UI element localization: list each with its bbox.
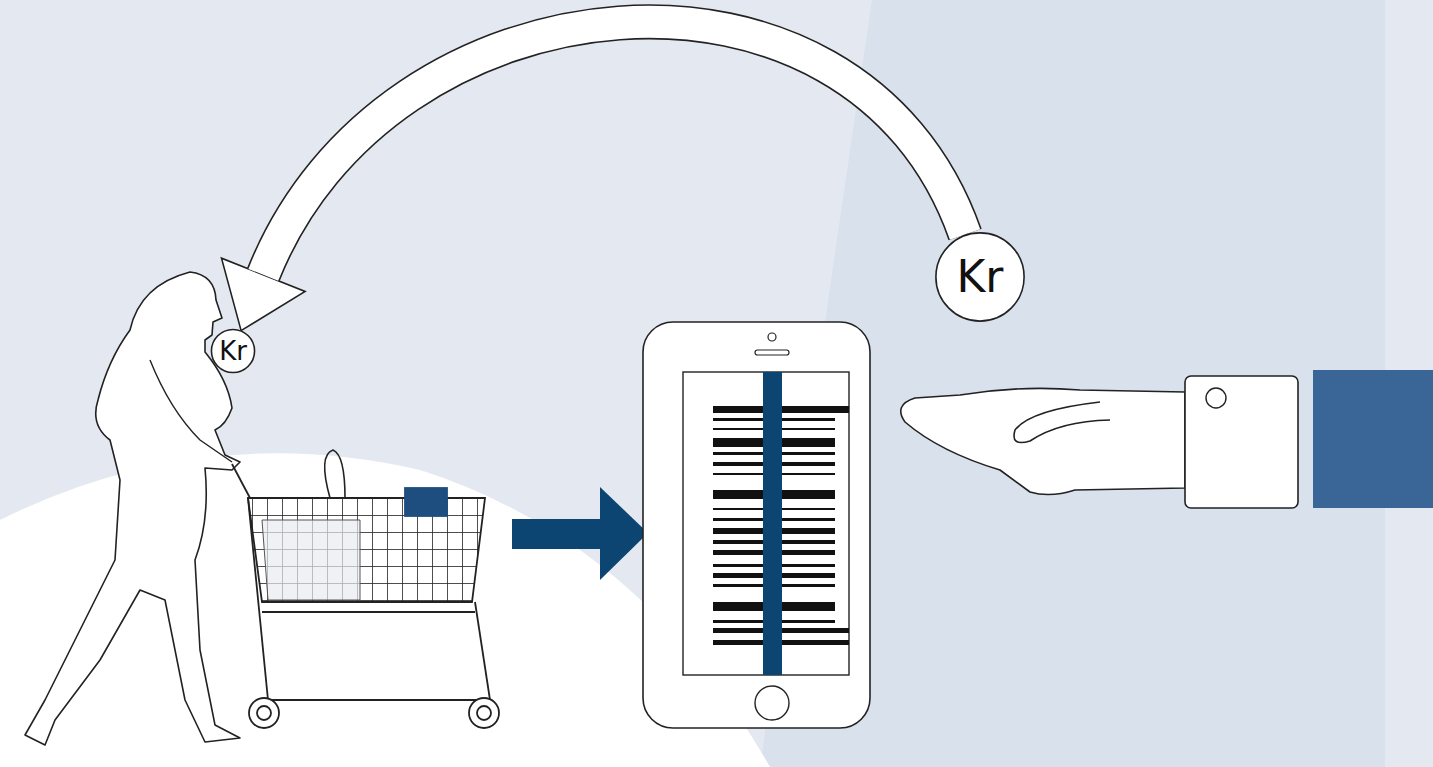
shopper-silhouette	[25, 272, 240, 745]
arrow-head	[222, 258, 306, 330]
giving-hand	[901, 370, 1433, 508]
shopper-arm	[150, 360, 232, 462]
currency-label: Kr	[957, 255, 1004, 299]
currency-circle: Kr	[211, 329, 255, 373]
phone	[643, 322, 870, 728]
flow-arrow	[512, 487, 648, 580]
arrow-band-outline	[263, 22, 965, 275]
flow-connector	[222, 22, 966, 331]
currency-circle: Kr	[935, 232, 1025, 322]
currency-label: Kr	[219, 338, 247, 364]
arrow-band	[263, 22, 965, 275]
shopping-cart	[232, 450, 499, 728]
